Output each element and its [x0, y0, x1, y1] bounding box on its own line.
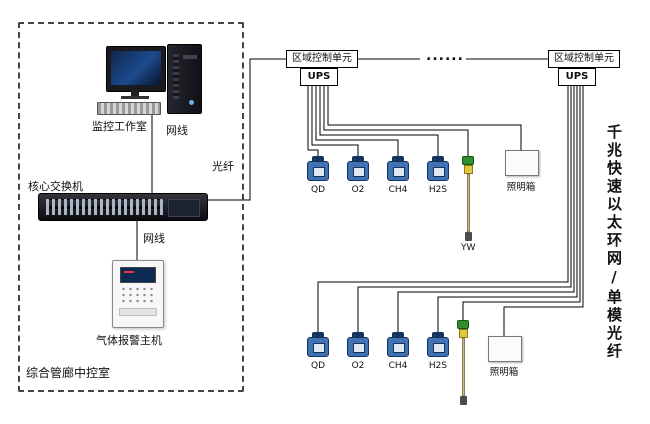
area-control-unit-2: 区域控制单元 — [548, 50, 620, 68]
level-sensor-stem — [466, 174, 470, 232]
alarm-host-slot — [119, 308, 157, 316]
detector-antenna — [432, 156, 444, 161]
lighting-box-label-2: 照明箱 — [489, 367, 519, 378]
switch-side-panel — [168, 199, 200, 217]
gas-detector-qd-1: QD — [307, 156, 329, 195]
control-room-boundary — [18, 22, 244, 392]
net-cable-label-top: 网线 — [166, 124, 188, 137]
detector-body — [347, 337, 369, 357]
detector-antenna — [352, 156, 364, 161]
workstation-monitor — [106, 46, 166, 92]
switch-ports — [46, 199, 164, 215]
gas-detector-qd-2: QD — [307, 332, 329, 371]
level-sensor-body — [463, 165, 473, 174]
monitor-stand — [131, 90, 139, 96]
detector-antenna — [352, 332, 364, 337]
detector-antenna — [392, 156, 404, 161]
gas-alarm-host — [112, 260, 164, 328]
detector-body — [427, 337, 449, 357]
workstation-label: 监控工作室 — [92, 120, 147, 133]
monitor-base — [121, 96, 149, 99]
gas-detector-ch4-1: CH4 — [387, 156, 409, 195]
level-sensor-2 — [456, 320, 470, 407]
keyboard — [97, 102, 161, 115]
detector-label: O2 — [351, 185, 365, 195]
level-sensor-cap — [457, 320, 469, 329]
detector-body — [427, 161, 449, 181]
detector-antenna — [312, 332, 324, 337]
detector-antenna — [432, 332, 444, 337]
control-room-label: 综合管廊中控室 — [26, 366, 111, 380]
fiber-label: 光纤 — [212, 160, 234, 173]
level-sensor-stem — [461, 338, 465, 396]
ring-network-label: 千兆快速以太环网/单模光纤 — [605, 124, 623, 361]
detector-antenna — [392, 332, 404, 337]
tower-vent — [173, 53, 179, 99]
ups-2: UPS — [558, 68, 596, 86]
detector-label: O2 — [351, 361, 365, 371]
level-sensor-body — [458, 329, 468, 338]
ellipsis-label: ...... — [424, 48, 466, 64]
level-sensor-label: YW — [461, 243, 476, 253]
detector-label: QD — [310, 185, 325, 195]
detector-antenna — [312, 156, 324, 161]
detector-label: H2S — [428, 361, 448, 371]
area-control-unit-1: 区域控制单元 — [286, 50, 358, 68]
ups-1: UPS — [300, 68, 338, 86]
detector-label: CH4 — [388, 361, 408, 371]
workstation-tower — [167, 44, 202, 114]
level-sensor-1: YW — [461, 156, 475, 253]
net-cable-label-bottom: 网线 — [143, 232, 165, 245]
alarm-host-keys — [120, 286, 156, 306]
detector-label: QD — [310, 361, 325, 371]
level-sensor-weight — [464, 232, 472, 241]
gas-detector-o2-1: O2 — [347, 156, 369, 195]
gas-detector-o2-2: O2 — [347, 332, 369, 371]
lighting-box-1 — [505, 150, 539, 176]
core-switch-label: 核心交换机 — [28, 180, 83, 193]
detector-body — [347, 161, 369, 181]
detector-body — [307, 161, 329, 181]
alarm-host-screen — [120, 267, 156, 283]
level-sensor-weight — [459, 396, 467, 405]
core-switch — [38, 193, 208, 221]
detector-label: CH4 — [388, 185, 408, 195]
tower-drive-bay — [183, 55, 197, 59]
detector-label: H2S — [428, 185, 448, 195]
detector-body — [387, 337, 409, 357]
level-sensor-cap — [462, 156, 474, 165]
lighting-box-label-1: 照明箱 — [506, 182, 536, 193]
gas-alarm-host-label: 气体报警主机 — [96, 334, 162, 347]
detector-body — [387, 161, 409, 181]
gas-detector-h2s-2: H2S — [427, 332, 449, 371]
gas-detector-h2s-1: H2S — [427, 156, 449, 195]
monitor-screen — [111, 51, 161, 85]
detector-body — [307, 337, 329, 357]
gas-detector-ch4-2: CH4 — [387, 332, 409, 371]
lighting-box-2 — [488, 336, 522, 362]
tower-power-button — [189, 100, 194, 105]
